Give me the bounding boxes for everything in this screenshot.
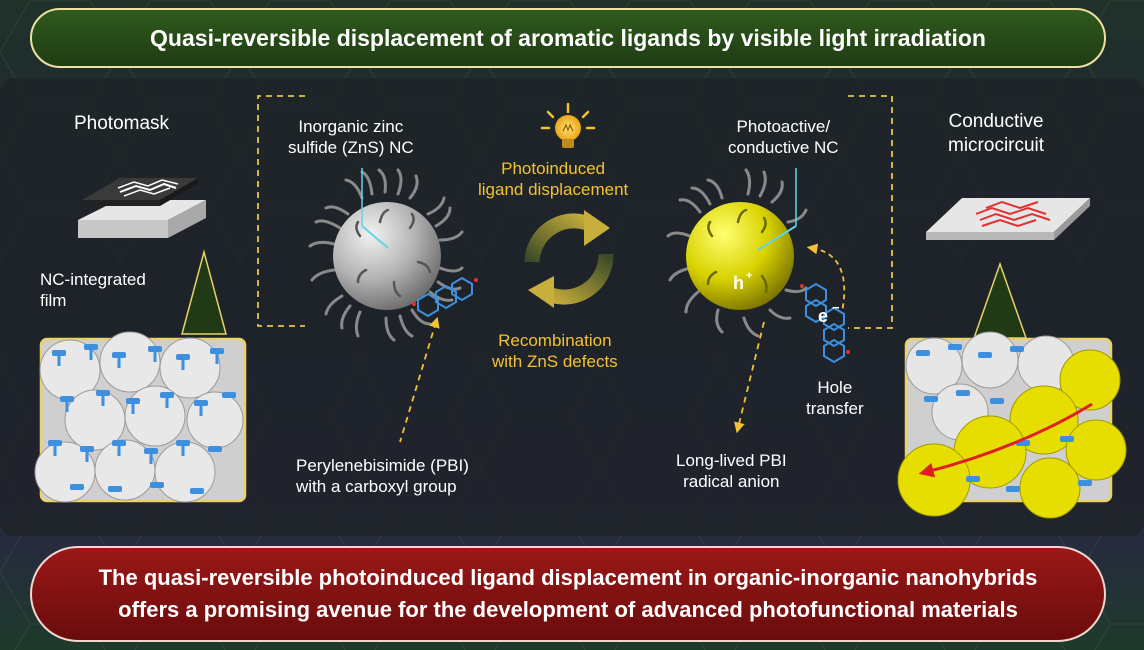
photoinduced-label: Photoinduced ligand displacement	[478, 158, 628, 200]
pbi-label-line-1: Perylenebisimide (PBI)	[296, 456, 469, 475]
photoactive-label-leader-tip	[757, 225, 797, 251]
hole-transfer-label: Hole transfer	[806, 377, 864, 419]
electron-charge-sign: −	[832, 300, 840, 315]
radical-anion-label-line-2: radical anion	[683, 472, 780, 491]
zns-nanocrystal	[333, 202, 441, 310]
hole-charge-sign: +	[746, 270, 752, 282]
recombination-label-line-1: Recombination	[498, 331, 612, 350]
nc-film-label-line-1: NC-integrated	[40, 270, 146, 289]
zns-nc-hairs	[308, 168, 464, 342]
current-flow-arrow	[918, 402, 1093, 478]
nc-film-label: NC-integrated film	[40, 269, 146, 311]
zns-label-leader-tip	[361, 225, 389, 249]
light-bulb-icon	[540, 102, 596, 148]
zns-label-line-2: sulfide (ZnS) NC	[288, 138, 414, 157]
title-text: Quasi-reversible displacement of aromati…	[150, 24, 986, 51]
left-inset-pointer	[181, 249, 227, 335]
photoinduced-label-line-2: ligand displacement	[478, 180, 629, 199]
content-panel	[0, 78, 1144, 536]
microcircuit-inset	[897, 331, 1127, 519]
radical-anion-label-line-1: Long-lived PBI	[676, 451, 787, 470]
hole-symbol: h	[733, 273, 744, 293]
pbi-ligand-left	[412, 276, 478, 318]
conclusion-banner: The quasi-reversible photoinduced ligand…	[30, 546, 1106, 642]
zns-bracket	[257, 95, 305, 327]
pbi-pointer-arrow	[399, 316, 440, 443]
conductive-label-line-2: microcircuit	[948, 135, 1045, 156]
title-banner: Quasi-reversible displacement of aromati…	[30, 8, 1106, 68]
zns-label-line-1: Inorganic zinc	[298, 117, 404, 136]
conclusion-line-2: offers a promising avenue for the develo…	[118, 597, 1018, 622]
pbi-label: Perylenebisimide (PBI) with a carboxyl g…	[296, 455, 469, 497]
recombination-label-line-2: with ZnS defects	[492, 352, 618, 371]
microcircuit-icon	[926, 198, 1090, 240]
photoactive-label-line-2: conductive NC	[728, 138, 839, 157]
photomask-label: Photomask	[74, 113, 170, 134]
radical-anion-label: Long-lived PBI radical anion	[676, 450, 787, 492]
photoactive-surface-ligands	[706, 208, 768, 294]
nc-film-label-line-2: film	[40, 291, 67, 310]
photoactive-nc-hairs	[666, 168, 808, 338]
pbi-ligand-right	[800, 282, 850, 364]
photoactive-bracket	[848, 95, 893, 329]
cycle-arrows-icon	[524, 210, 614, 308]
conclusion-line-1: The quasi-reversible photoinduced ligand…	[98, 565, 1038, 590]
pbi-label-line-2: with a carboxyl group	[296, 477, 457, 496]
conductive-label-line-1: Conductive	[948, 111, 1044, 132]
zns-surface-ligands	[355, 208, 432, 298]
hole-transfer-label-line-1: Hole	[817, 378, 853, 397]
zns-label: Inorganic zinc sulfide (ZnS) NC	[288, 116, 414, 158]
photoinduced-label-line-1: Photoinduced	[501, 159, 606, 178]
photoactive-label-line-1: Photoactive/	[736, 117, 831, 136]
photoactive-label: Photoactive/ conductive NC	[728, 116, 839, 158]
radical-anion-arrow	[734, 321, 765, 434]
nc-integrated-film-inset	[34, 331, 247, 503]
hole-transfer-label-line-2: transfer	[806, 399, 864, 418]
electron-symbol: e	[818, 306, 828, 326]
conductive-label: Conductive microcircuit	[948, 110, 1044, 158]
photomask-icon	[78, 178, 206, 238]
recombination-label: Recombination with ZnS defects	[492, 330, 618, 372]
